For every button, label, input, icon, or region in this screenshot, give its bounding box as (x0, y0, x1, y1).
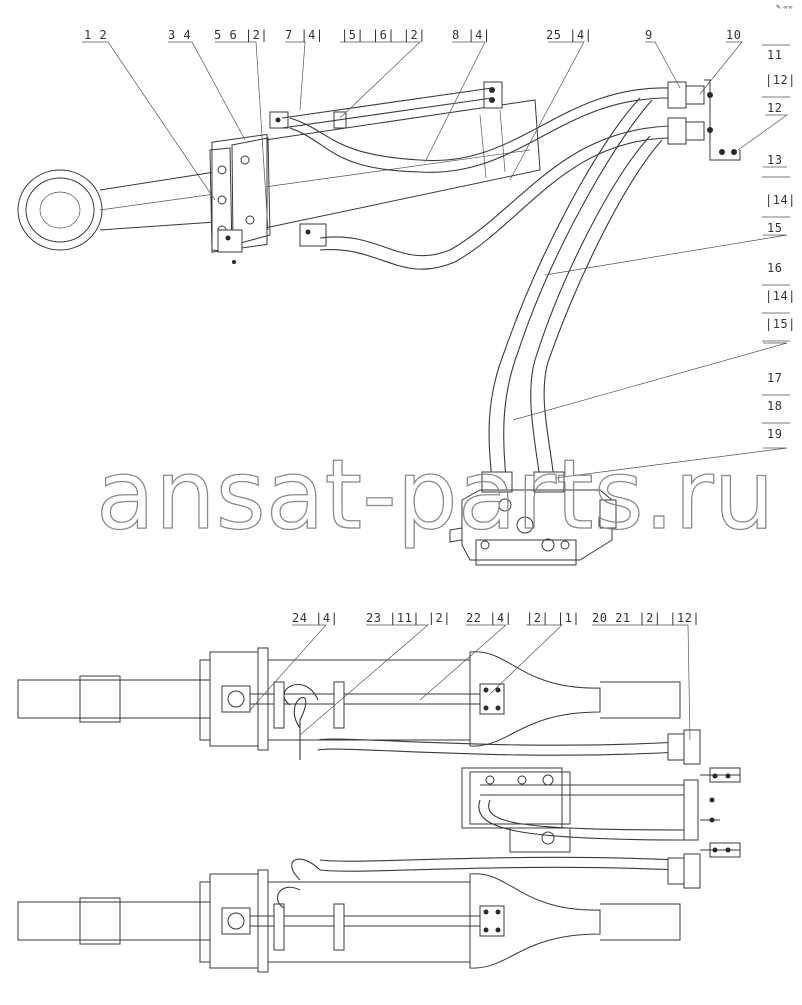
lower-hoses (277, 683, 681, 909)
callout-18: 18 (767, 399, 782, 413)
callout-25: 25 |4| (546, 28, 592, 42)
callout-16: 16 (767, 261, 782, 275)
callout-24: 24 |4| (292, 611, 338, 625)
callout-17: 17 (767, 371, 782, 385)
callout-23: 23 |11| |2| (366, 611, 451, 625)
callout-14b: |14| (765, 289, 796, 303)
leader-lines-lower (249, 624, 691, 741)
upper-view (17, 41, 789, 566)
callouts-upper: 1 2 3 4 5 6 |2| 7 |4| |5| |6| |2| 8 |4| … (84, 28, 796, 441)
callout-5-6-2: |5| |6| |2| (341, 28, 426, 42)
lower-cylinder (17, 869, 681, 973)
callout-9: 9 (645, 28, 653, 42)
callout-15: 15 (767, 221, 782, 235)
callout-22: 22 |4| (466, 611, 512, 625)
corner-mark: ✎ ∞∞ (776, 4, 793, 11)
callout-11: 11 (767, 48, 782, 62)
callout-12-qty: |12| (765, 73, 796, 87)
bolt-head-icon (217, 81, 503, 264)
watermark: ansat-parts.ru (96, 439, 775, 551)
right-fittings (667, 729, 741, 889)
callout-3-4: 3 4 (168, 28, 191, 42)
distributor-block (461, 767, 691, 853)
cylinder-eye (17, 169, 103, 251)
callout-8: 8 |4| (452, 28, 491, 42)
callout-13: 13 (767, 153, 782, 167)
callout-2-1: |2| |1| (526, 611, 580, 625)
callout-15b: |15| (765, 317, 796, 331)
callout-14-qty: |14| (765, 193, 796, 207)
callouts-lower: 24 |4| 23 |11| |2| 22 |4| |2| |1| 20 21 … (292, 611, 700, 625)
callout-20-21: 20 21 |2| |12| (592, 611, 700, 625)
upper-cylinder (17, 647, 681, 751)
lower-view (17, 624, 741, 973)
callout-19: 19 (767, 427, 782, 441)
fitting-block (667, 79, 741, 161)
callout-5-6: 5 6 |2| (214, 28, 268, 42)
callout-10: 10 (726, 28, 741, 42)
valve-block (449, 471, 617, 566)
callout-7: 7 |4| (285, 28, 324, 42)
callout-1-2: 1 2 (84, 28, 107, 42)
callout-12: 12 (767, 101, 782, 115)
hose-line-icon (289, 87, 671, 481)
leader-lines (82, 41, 789, 479)
